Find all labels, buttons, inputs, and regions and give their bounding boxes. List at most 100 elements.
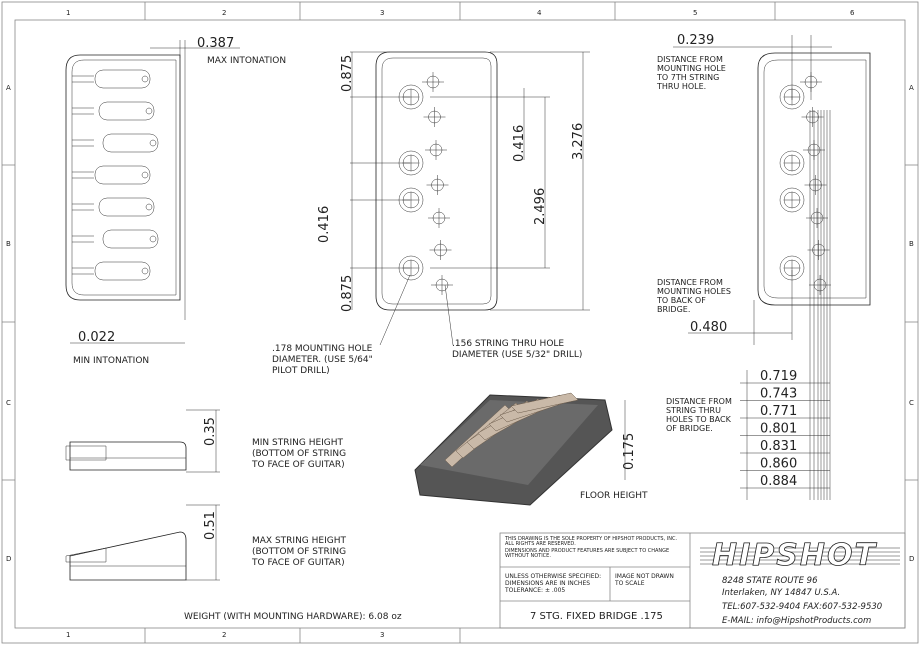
zone-col-2-bottom: 2 — [222, 631, 226, 639]
spring — [72, 235, 94, 243]
note-line: DISTANCE FROM — [657, 278, 723, 287]
center-mark — [784, 155, 800, 171]
zone-col-6: 6 — [850, 9, 855, 17]
spring — [72, 171, 94, 179]
saddle-screw — [141, 75, 149, 83]
right-view-dimension-lines — [673, 35, 832, 500]
note-line: DIAMETER. (USE 5/64" — [272, 355, 373, 365]
spring — [72, 107, 94, 115]
bottom-view-dimensions: 0.875 0.416 0.875 0.416 2.496 3.276 — [317, 55, 586, 312]
note-line: MIN STRING HEIGHT — [252, 438, 344, 448]
saddle — [94, 69, 151, 89]
zone-col-1-bottom: 1 — [66, 631, 70, 639]
center-mark — [423, 107, 446, 127]
note-line: TO BACK OF — [656, 296, 706, 305]
center-mark — [428, 208, 450, 228]
note-line: TOLERANCE: ± .005 — [504, 587, 565, 594]
note-line: DIAMETER (USE 5/32" DRILL) — [452, 350, 582, 360]
dim-min-height: 0.35 — [203, 417, 218, 446]
zone-row-d: D — [6, 555, 11, 563]
center-mark — [809, 275, 831, 295]
phone-line: TEL:607-532-9404 FAX:607-532-9530 — [722, 602, 882, 612]
zone-col-4: 4 — [537, 9, 542, 17]
min-intonation-label: MIN INTONATION — [73, 356, 149, 366]
note-line: DISTANCE FROM — [657, 55, 723, 64]
weight-label: WEIGHT (WITH MOUNTING HARDWARE): 6.08 oz — [184, 612, 402, 622]
note-line: (BOTTOM OF STRING — [252, 449, 346, 459]
bottom-view-bridge — [375, 51, 498, 311]
dim-2496: 2.496 — [533, 188, 548, 225]
zone-row-a: A — [6, 84, 11, 92]
spec-note: UNLESS OTHERWISE SPECIFIED: DIMENSIONS A… — [504, 573, 601, 594]
top-view-bridge — [65, 54, 181, 301]
note-7th-string: DISTANCE FROM MOUNTING HOLE TO 7TH STRIN… — [656, 55, 726, 91]
thru-dim-value: 0.831 — [760, 439, 797, 454]
note-line: (BOTTOM OF STRING — [252, 547, 346, 557]
center-mark — [426, 175, 449, 195]
mounting-hole-note: .178 MOUNTING HOLE DIAMETER. (USE 5/64" … — [272, 344, 373, 376]
logo-text: HIPSHOT — [712, 538, 877, 573]
saddle — [94, 165, 151, 185]
center-mark — [806, 208, 828, 228]
note-line: HOLES TO BACK — [666, 415, 732, 424]
floor-height-label: FLOOR HEIGHT — [580, 491, 648, 501]
iso-saddle — [510, 392, 579, 414]
note-line: OF BRIDGE. — [666, 424, 713, 433]
saddle-screw — [149, 235, 157, 243]
zone-row-b: B — [6, 240, 11, 248]
address-line: Interlaken, NY 14847 U.S.A. — [722, 588, 840, 598]
center-mark — [429, 240, 452, 260]
note-line: STRING THRU — [666, 406, 721, 415]
thru-dim-value: 0.884 — [760, 474, 797, 489]
max-height-note: MAX STRING HEIGHT (BOTTOM OF STRING TO F… — [251, 536, 346, 568]
saddle — [94, 261, 151, 281]
spring — [72, 139, 94, 147]
dim-bottom-0875: 0.875 — [340, 275, 355, 312]
note-line: MAX STRING HEIGHT — [252, 536, 346, 546]
dim-0239: 0.239 — [677, 33, 714, 48]
zone-col-2: 2 — [222, 9, 226, 17]
center-mark — [804, 175, 827, 195]
inner-border — [14, 19, 906, 629]
dim-0480: 0.480 — [690, 320, 727, 335]
title-block — [499, 532, 906, 629]
dim-floor-height: 0.175 — [622, 433, 637, 470]
saddle-screw — [141, 171, 149, 179]
mounting-hole — [779, 150, 805, 176]
max-intonation-label: MAX INTONATION — [207, 56, 286, 66]
center-mark — [425, 140, 447, 160]
note-line: IMAGE NOT DRAWN — [615, 573, 674, 580]
note-line: THRU HOLE. — [656, 82, 706, 91]
zone-row-c: C — [6, 399, 11, 407]
spring — [72, 203, 94, 211]
thru-dim-value: 0.801 — [760, 422, 797, 437]
saddle-screw — [149, 139, 157, 147]
side-view-min — [65, 441, 187, 471]
note-back-of-bridge: DISTANCE FROM MOUNTING HOLES TO BACK OF … — [656, 278, 731, 314]
dim-top-0875: 0.875 — [340, 55, 355, 92]
max-intonation-value: 0.387 — [197, 36, 234, 51]
zone-row-a-right: A — [909, 84, 914, 92]
center-mark — [807, 240, 830, 260]
drawing-title: 7 STG. FIXED BRIDGE .175 — [530, 611, 663, 622]
note-line: .156 STRING THRU HOLE — [452, 339, 564, 349]
saddle — [98, 101, 155, 121]
zone-row-c-right: C — [909, 399, 914, 407]
note-line: MOUNTING HOLE — [657, 64, 726, 73]
saddle — [102, 229, 159, 249]
mounting-hole — [779, 187, 805, 213]
note-line: MOUNTING HOLES — [657, 287, 731, 296]
note-line: TO 7TH STRING — [656, 73, 719, 82]
center-mark — [801, 107, 824, 127]
note-line: PILOT DRILL) — [272, 366, 330, 376]
note-line: WITHOUT NOTICE. — [505, 553, 551, 559]
center-mark — [431, 275, 453, 295]
side-view-max — [65, 531, 187, 581]
company-address: 8248 STATE ROUTE 96 Interlaken, NY 14847… — [722, 576, 882, 626]
zone-col-3: 3 — [380, 9, 384, 17]
saddle — [98, 197, 155, 217]
zone-col-5: 5 — [693, 9, 697, 17]
dim-0416-right: 0.416 — [512, 125, 527, 162]
